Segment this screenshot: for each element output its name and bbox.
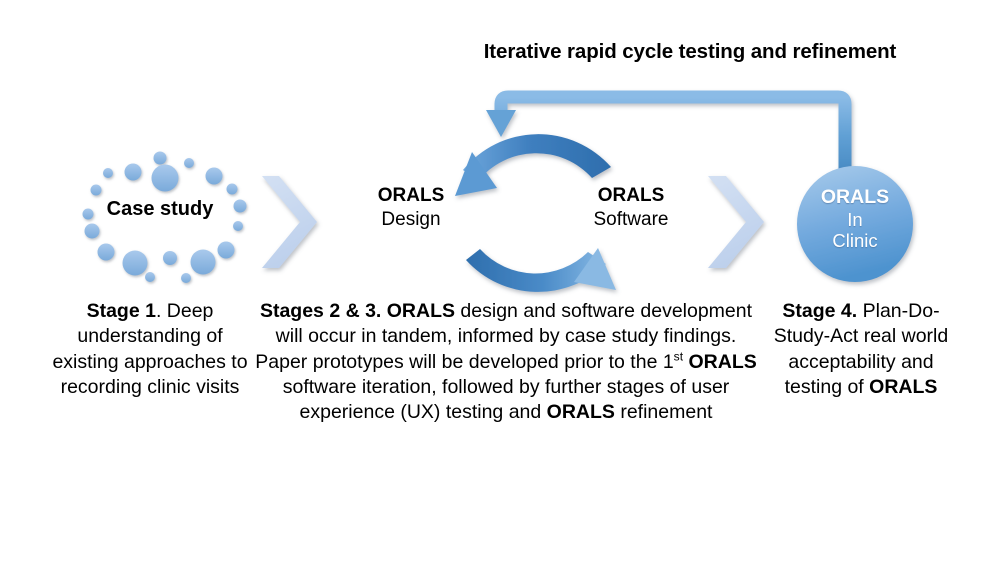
cycle-node-orals-software: ORALS Software	[556, 184, 706, 233]
cycle-top-arc-arrow	[455, 134, 611, 196]
stage-4-description: Stage 4. Plan-Do-Study-Act real world ac…	[773, 300, 949, 399]
cluster-dot	[233, 199, 247, 213]
cluster-dot	[163, 251, 177, 265]
chevron-2-icon	[708, 176, 764, 268]
cluster-dot	[226, 183, 238, 195]
cluster-dot	[217, 241, 235, 259]
orals-in-clinic-label: ORALS In Clinic	[800, 186, 910, 252]
cluster-dot	[103, 168, 113, 178]
cluster-dot	[97, 243, 115, 261]
cluster-dot	[233, 221, 243, 231]
cycle-node-orals-design: ORALS Design	[346, 184, 476, 233]
orals-software-subtitle: Software	[593, 209, 669, 231]
cluster-dot	[153, 151, 167, 165]
cluster-dot	[84, 223, 100, 239]
cycle-bottom-arc-arrow	[466, 248, 616, 292]
cluster-dot	[151, 164, 179, 192]
orals-software-title: ORALS	[597, 185, 665, 206]
clinic-line-3: Clinic	[832, 230, 878, 252]
cluster-dot	[184, 158, 194, 168]
cluster-dot	[90, 184, 102, 196]
orals-design-title: ORALS	[377, 185, 445, 206]
cluster-dot	[124, 163, 142, 181]
cluster-dot	[145, 272, 155, 282]
stages-2-3-description: Stages 2 & 3. ORALS design and software …	[255, 300, 757, 424]
diagram-title: Iterative rapid cycle testing and refine…	[483, 40, 897, 63]
clinic-line-2: In	[847, 208, 863, 230]
cluster-dot	[205, 167, 223, 185]
orals-in-clinic-circle	[797, 166, 913, 282]
cluster-dot	[122, 250, 148, 276]
cluster-dot	[181, 273, 191, 283]
stage-1-description: Stage 1. Deep understanding of existing …	[52, 300, 248, 399]
feedback-loop-arrow	[486, 90, 852, 170]
dotted-circle-cluster	[82, 151, 247, 283]
cluster-dot	[82, 208, 94, 220]
chevron-1-icon	[262, 176, 317, 268]
case-study-label: Case study	[106, 198, 214, 220]
cluster-dot	[190, 249, 216, 275]
orals-design-subtitle: Design	[381, 209, 441, 231]
clinic-line-1: ORALS	[820, 186, 890, 208]
